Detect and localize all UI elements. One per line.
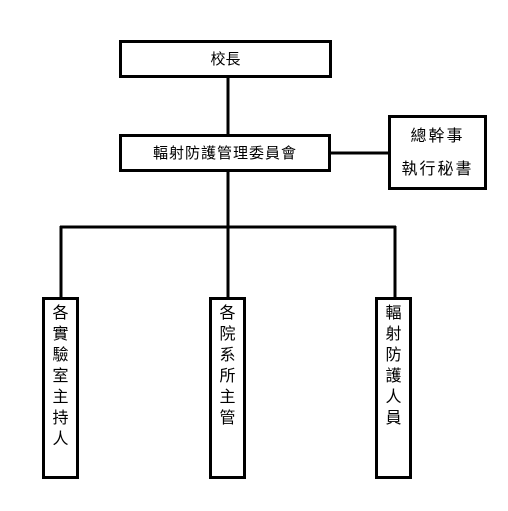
lab-heads-box: 各實驗室主持人: [42, 297, 79, 479]
secretary-box: 總幹事 執行秘書: [388, 115, 487, 190]
lab-heads-label: 各實驗室主持人: [52, 303, 69, 448]
secretary-label-line2: 執行秘書: [401, 159, 474, 178]
dept-heads-box: 各院系所主管: [209, 297, 246, 479]
secretary-label-line1: 總幹事: [410, 126, 465, 145]
committee-box: 輻射防護管理委員會: [119, 134, 331, 172]
principal-box: 校長: [119, 40, 332, 78]
radiation-staff-label: 輻射防護人員: [385, 303, 402, 427]
dept-heads-label: 各院系所主管: [219, 303, 236, 427]
committee-label: 輻射防護管理委員會: [152, 144, 297, 162]
principal-label: 校長: [210, 50, 241, 68]
radiation-staff-box: 輻射防護人員: [375, 297, 412, 479]
